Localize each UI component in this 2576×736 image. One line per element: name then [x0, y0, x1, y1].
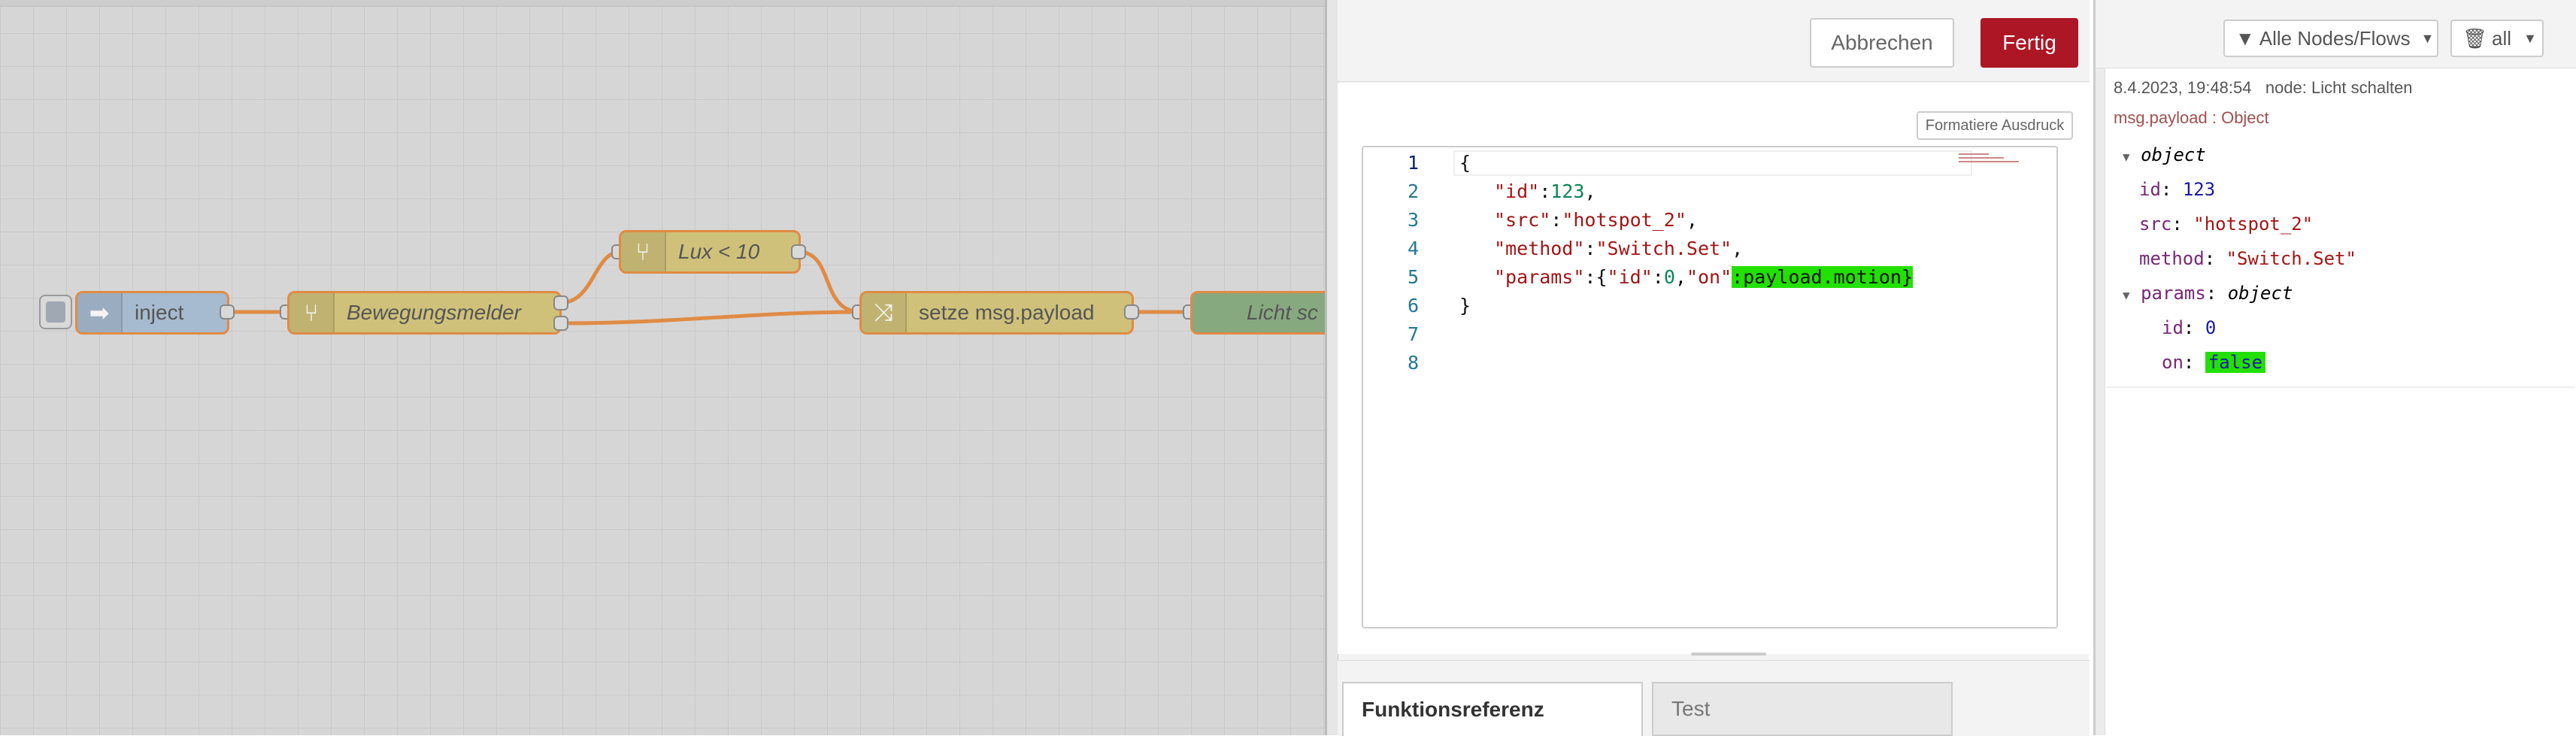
done-button[interactable]: Fertig — [1980, 18, 2078, 68]
trash-icon: 🗑 — [2462, 26, 2488, 50]
panel-header: Abbrechen Fertig — [1338, 0, 2090, 82]
message-timestamp: 8.4.2023, 19:48:54 — [2114, 78, 2252, 97]
caret-down-icon: ▼ — [2523, 30, 2537, 46]
panel-tabs: Funktionsreferenz Test — [1338, 660, 2090, 736]
tab-funktionsreferenz[interactable]: Funktionsreferenz — [1342, 682, 1643, 736]
switch-icon: ⑂ — [289, 293, 335, 332]
caret-down-icon: ▼ — [2420, 30, 2435, 46]
panel-resize-handle[interactable] — [1327, 0, 1338, 735]
node-lux[interactable]: ⑂ Lux < 10 — [619, 230, 801, 274]
inject-trigger-button[interactable] — [39, 295, 72, 329]
message-topic: msg.payload : Object — [2114, 108, 2269, 127]
flow-canvas[interactable]: ➡ inject ⑂ Bewegungsmelder ⑂ Lux < 10 ⤨ … — [0, 0, 1325, 735]
json-code-editor[interactable]: 1 2 3 4 5 6 7 8 { "id":123, "src":"hotsp… — [1362, 146, 2058, 628]
port-out[interactable] — [1124, 304, 1139, 320]
node-licht-schalten[interactable]: Licht sc — [1190, 291, 1325, 335]
filter-dropdown[interactable]: ▼ Alle Nodes/Flows ▼ — [2223, 20, 2438, 57]
caret-down-icon[interactable]: ▼ — [2123, 288, 2130, 302]
tab-test[interactable]: Test — [1652, 682, 1953, 736]
edit-node-panel: Abbrechen Fertig Formatiere Ausdruck 1 2… — [1325, 0, 2090, 736]
highlighted-expression: payload.motion} — [1743, 266, 1914, 288]
line-gutter: 1 2 3 4 5 6 7 8 — [1363, 147, 1431, 627]
cancel-button[interactable]: Abbrechen — [1810, 18, 1954, 68]
port-out[interactable] — [791, 244, 806, 259]
clear-dropdown[interactable]: 🗑 all ▼ — [2450, 20, 2544, 57]
debug-sidebar: ▼ Alle Nodes/Flows ▼ 🗑 all ▼ 8.4.2023, 1… — [2093, 0, 2576, 735]
node-inject[interactable]: ➡ inject — [75, 291, 229, 335]
debug-message[interactable]: 8.4.2023, 19:48:54 node: Licht schalten … — [2106, 72, 2575, 388]
format-expression-button[interactable]: Formatiere Ausdruck — [1917, 111, 2073, 140]
splitter-handle[interactable] — [1691, 653, 1766, 656]
minimap[interactable] — [1959, 150, 2026, 168]
sidebar-resize-handle[interactable] — [2096, 0, 2105, 735]
shuffle-icon: ⤨ — [862, 293, 907, 332]
node-setze-payload[interactable]: ⤨ setze msg.payload — [859, 291, 1134, 335]
debug-toolbar: ▼ Alle Nodes/Flows ▼ 🗑 all ▼ — [2096, 0, 2576, 68]
node-bewegungsmelder[interactable]: ⑂ Bewegungsmelder — [287, 291, 562, 335]
filter-icon: ▼ — [2235, 26, 2255, 50]
port-out[interactable] — [220, 304, 235, 320]
wires — [226, 250, 1192, 326]
current-line-highlight — [1453, 150, 1972, 176]
on-value-highlight: false — [2205, 352, 2266, 373]
port-out-2[interactable] — [553, 316, 568, 331]
panel-body: Formatiere Ausdruck 1 2 3 4 5 6 7 8 { "i… — [1338, 83, 2090, 656]
canvas-top-strip — [0, 0, 1325, 7]
arrow-right-icon: ➡ — [77, 293, 123, 332]
switch-icon: ⑂ — [621, 232, 666, 271]
message-node: node: Licht schalten — [2265, 78, 2413, 97]
port-out-1[interactable] — [553, 295, 568, 310]
caret-down-icon[interactable]: ▼ — [2123, 150, 2130, 164]
